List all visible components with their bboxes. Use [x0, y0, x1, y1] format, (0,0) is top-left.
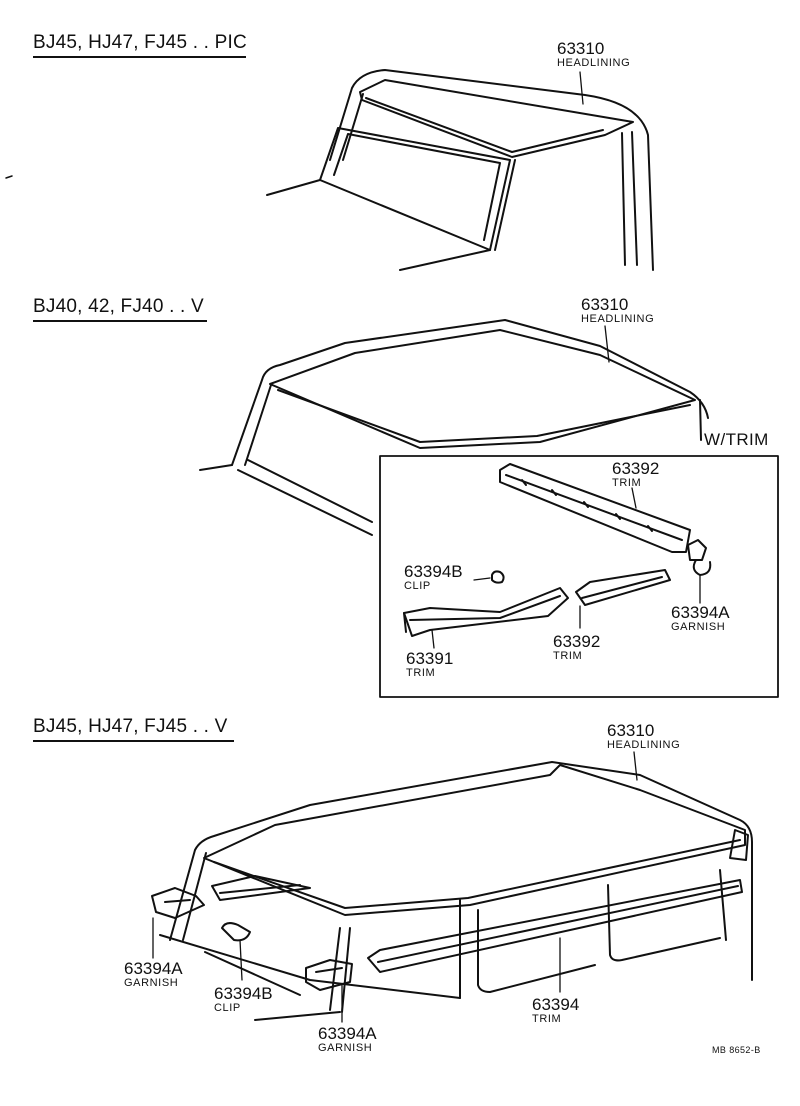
- part-name: GARNISH: [124, 977, 179, 989]
- part-name: GARNISH: [318, 1042, 373, 1054]
- part-label: 63391 TRIM: [406, 650, 453, 679]
- bj40-roof-drawing: [199, 319, 709, 536]
- part-number: 63394A: [671, 603, 730, 622]
- part-number: 63392: [612, 459, 660, 478]
- part-name: TRIM: [532, 1013, 562, 1025]
- part-label: 63310 HEADLINING: [607, 722, 680, 751]
- part-label: 63394B CLIP: [404, 563, 463, 592]
- inset-parts-drawing: [403, 463, 712, 649]
- section-title-bj45-v: BJ45, HJ47, FJ45 . . V: [33, 716, 228, 737]
- part-label: 63394 TRIM: [532, 996, 579, 1025]
- part-name: CLIP: [404, 580, 431, 592]
- part-label: 63392 TRIM: [612, 460, 659, 489]
- bj45-roof-drawing: [151, 751, 753, 1023]
- part-name: TRIM: [612, 477, 642, 489]
- part-name: HEADLINING: [557, 57, 631, 69]
- part-label: 63394A GARNISH: [124, 960, 183, 989]
- section-title-bj40-v: BJ40, 42, FJ40 . . V: [33, 296, 204, 317]
- part-number: 63394B: [214, 984, 273, 1003]
- part-name: HEADLINING: [607, 739, 681, 751]
- part-number: 63394A: [124, 959, 183, 978]
- inset-title: W/TRIM: [704, 430, 769, 449]
- section-underline-bj45-v: [33, 740, 234, 742]
- section-underline-pic: [33, 56, 246, 58]
- part-number: 63394A: [318, 1024, 377, 1043]
- part-label: 63394A GARNISH: [318, 1025, 377, 1054]
- part-number: 63391: [406, 649, 454, 668]
- part-name: CLIP: [214, 1002, 241, 1014]
- part-name: TRIM: [553, 650, 583, 662]
- section-underline-bj40-v: [33, 320, 207, 322]
- part-number: 63392: [553, 632, 601, 651]
- section-title-pic: BJ45, HJ47, FJ45 . . PIC: [33, 32, 247, 53]
- part-number: 63310: [557, 39, 605, 58]
- part-label: 63310 HEADLINING: [557, 40, 630, 69]
- pic-cab-drawing: [266, 69, 654, 271]
- part-name: GARNISH: [671, 621, 726, 633]
- part-number: 63310: [607, 721, 655, 740]
- drawing-code: MB 8652-B: [712, 1045, 761, 1055]
- part-name: TRIM: [406, 667, 436, 679]
- part-label: 63310 HEADLINING: [581, 296, 654, 325]
- part-label: 63394A GARNISH: [671, 604, 730, 633]
- part-number: 63394: [532, 995, 580, 1014]
- part-name: HEADLINING: [581, 313, 655, 325]
- part-label: 63394B CLIP: [214, 985, 273, 1014]
- part-number: 63310: [581, 295, 629, 314]
- part-label: 63392 TRIM: [553, 633, 600, 662]
- part-number: 63394B: [404, 562, 463, 581]
- inset-frame: [379, 455, 779, 698]
